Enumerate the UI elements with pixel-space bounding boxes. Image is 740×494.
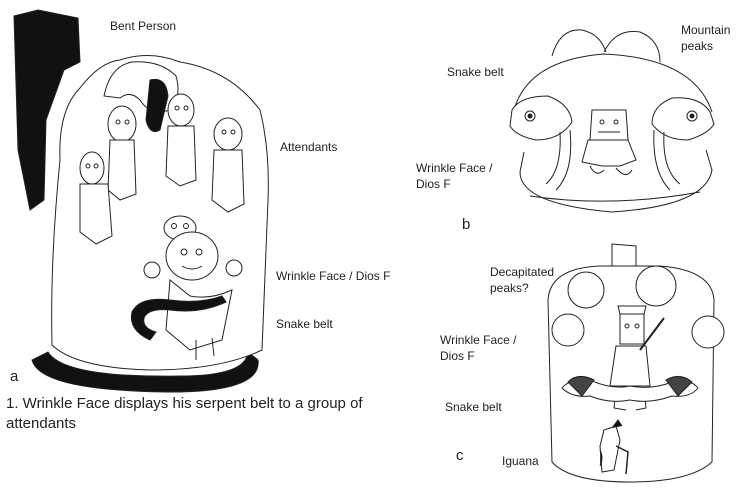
vessel-a-drawing bbox=[13, 9, 269, 393]
vessel-a-base bbox=[31, 351, 259, 393]
panel-letter-c: c bbox=[456, 447, 464, 464]
peak-circle bbox=[635, 265, 677, 307]
snake-belt-a bbox=[130, 295, 227, 341]
label-snake-belt-c: Snake belt bbox=[445, 400, 502, 414]
label-decapitated-peaks: Decapitated peaks? bbox=[490, 265, 555, 295]
label-mountain-peaks: Mountain peaks bbox=[681, 23, 731, 53]
iguana-figure bbox=[599, 419, 629, 475]
peak-circle bbox=[691, 315, 725, 349]
attendant-figure bbox=[79, 151, 113, 245]
wrinkle-face-figure bbox=[143, 215, 243, 360]
label-bent-person: Bent Person bbox=[110, 19, 177, 33]
label-attendants: Attendants bbox=[280, 140, 338, 154]
figure-caption: 1. Wrinkle Face displays his serpent bel… bbox=[6, 395, 363, 432]
wrinkle-face-c bbox=[609, 305, 665, 411]
vessel-b-dome bbox=[513, 53, 713, 113]
peak-circle bbox=[567, 271, 605, 309]
peak-circle bbox=[551, 313, 585, 347]
wrinkle-face-b bbox=[581, 109, 637, 175]
label-snake-belt-a: Snake belt bbox=[276, 317, 333, 331]
panel-letter-b: b bbox=[462, 216, 471, 233]
label-wrinkle-face-a: Wrinkle Face / Dios F bbox=[276, 269, 391, 283]
vessel-c-drawing bbox=[547, 243, 725, 483]
attendant-figure bbox=[107, 105, 137, 201]
label-wrinkle-face-b: Wrinkle Face / Dios F bbox=[416, 161, 493, 191]
mountain-peaks-b bbox=[551, 29, 661, 63]
snake-belt-c bbox=[561, 376, 699, 402]
attendant-figure bbox=[211, 117, 245, 213]
label-snake-belt-b: Snake belt bbox=[447, 65, 504, 79]
label-wrinkle-face-c: Wrinkle Face / Dios F bbox=[440, 333, 517, 363]
vessel-a-spout bbox=[13, 9, 81, 211]
attendant-figure bbox=[165, 93, 197, 187]
label-iguana: Iguana bbox=[502, 454, 539, 468]
vessel-b-drawing bbox=[509, 29, 715, 213]
panel-letter-a: a bbox=[10, 368, 19, 385]
vessel-b-base bbox=[519, 149, 713, 213]
snake-belt-b bbox=[509, 95, 715, 191]
